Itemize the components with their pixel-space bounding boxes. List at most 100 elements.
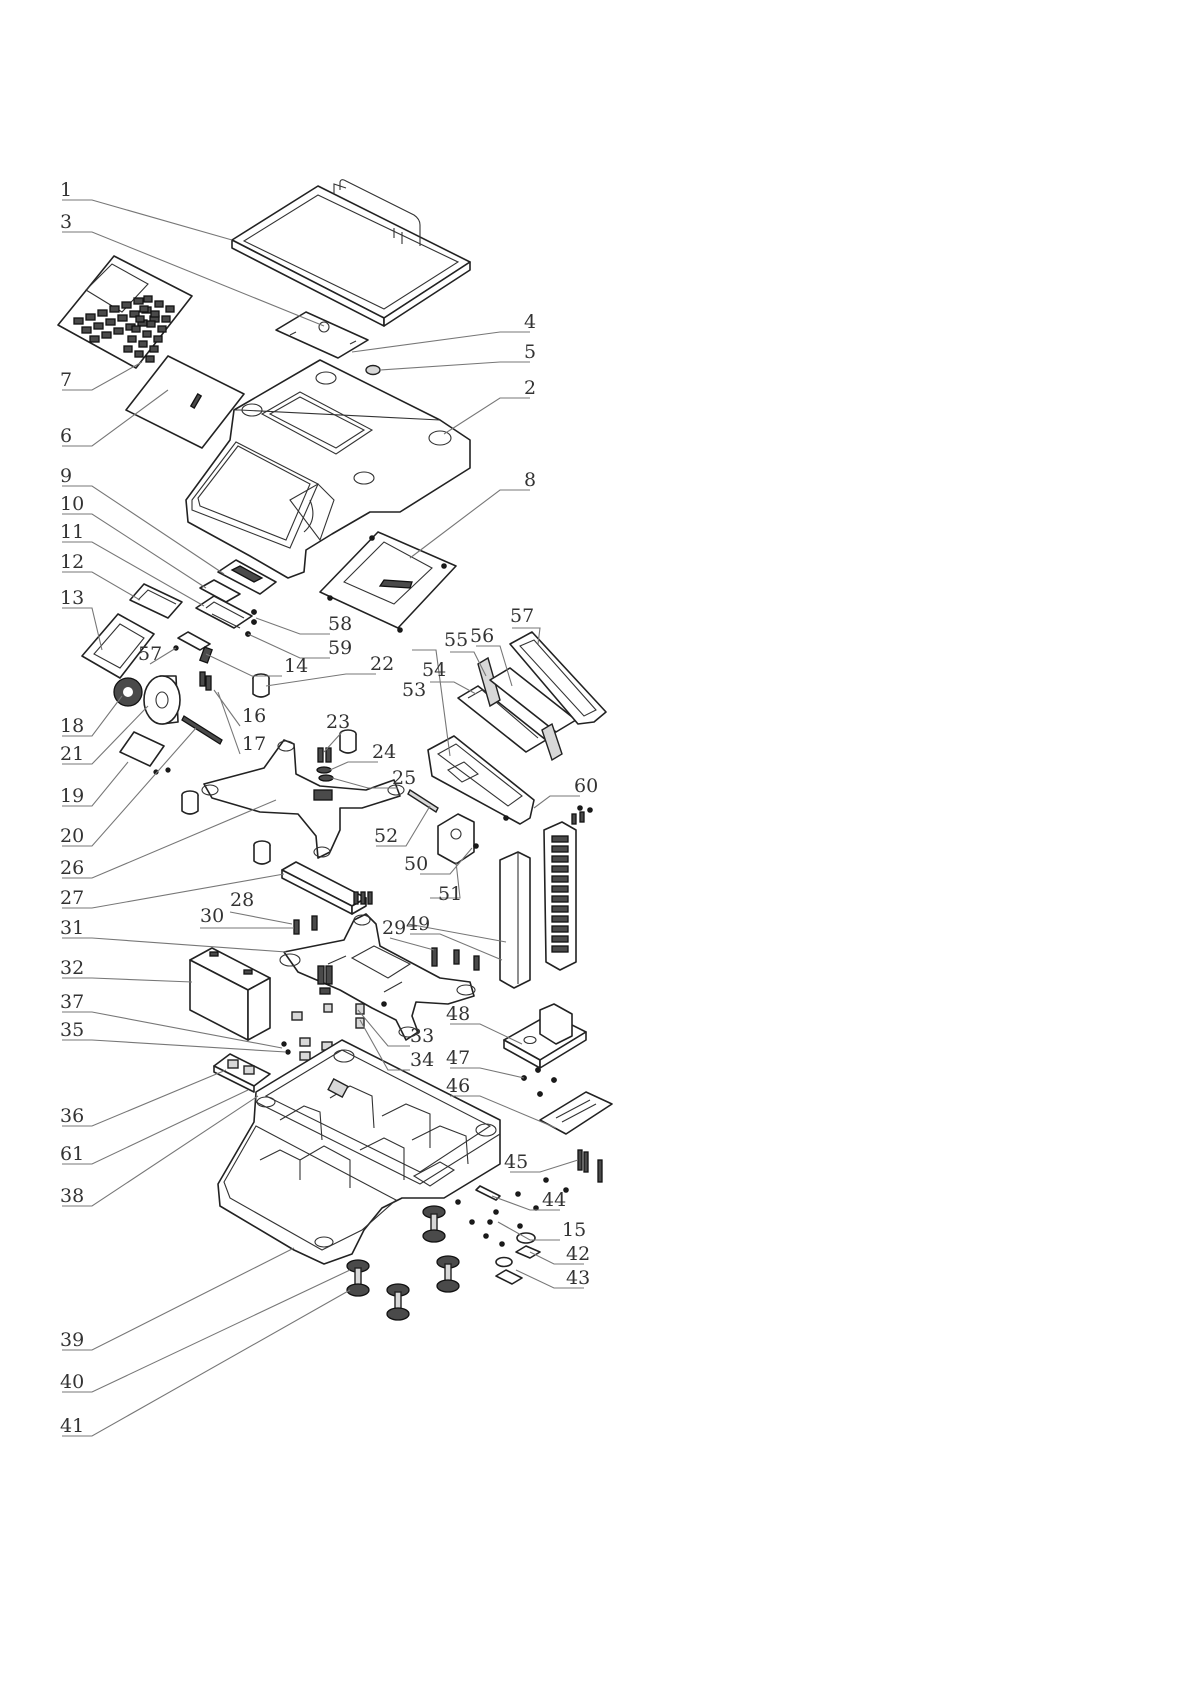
printer-small-parts xyxy=(174,632,213,663)
callout-43: 43 xyxy=(566,1267,590,1289)
pole-slot xyxy=(552,916,568,922)
rear-display-housing xyxy=(428,736,534,824)
callout-59: 59 xyxy=(328,637,352,659)
callout-47: 47 xyxy=(446,1047,470,1069)
keypad-key xyxy=(146,356,154,362)
callout-42: 42 xyxy=(566,1243,590,1265)
pole-base xyxy=(504,1004,586,1068)
screws-29 xyxy=(432,948,479,970)
callout-2: 2 xyxy=(524,377,536,399)
pole-slot xyxy=(552,836,568,842)
pole-slot xyxy=(552,906,568,912)
callout-16: 16 xyxy=(242,705,266,727)
callout-24: 24 xyxy=(372,741,396,763)
paper-roll xyxy=(144,676,180,724)
keypad-key xyxy=(122,302,131,308)
keypad-key xyxy=(132,326,140,332)
callout-7: 7 xyxy=(60,369,72,391)
hinge-bracket xyxy=(438,814,479,864)
keypad-key xyxy=(124,346,132,352)
keypad-key xyxy=(110,306,119,312)
callout-45: 45 xyxy=(504,1151,528,1173)
keypad-key xyxy=(139,341,147,347)
callout-23: 23 xyxy=(326,711,350,733)
callout-35: 35 xyxy=(60,1019,84,1041)
display-pole xyxy=(500,812,584,988)
callout-21: 21 xyxy=(60,743,84,765)
callout-15: 15 xyxy=(562,1219,586,1241)
pan-support-plate xyxy=(276,312,368,358)
screws-47 xyxy=(521,1067,556,1096)
callout-17: 17 xyxy=(242,733,266,755)
callout-52: 52 xyxy=(374,825,398,847)
keypad-key xyxy=(150,346,158,352)
callout-9: 9 xyxy=(60,465,72,487)
callout-10: 10 xyxy=(60,493,84,515)
callout-58: 58 xyxy=(328,613,352,635)
pole-slot xyxy=(552,896,568,902)
pole-slot xyxy=(552,936,568,942)
callout-34: 34 xyxy=(410,1049,434,1071)
pole-slot xyxy=(552,846,568,852)
keyboard-membrane xyxy=(58,256,192,368)
keypad-key xyxy=(128,336,136,342)
callout-26: 26 xyxy=(60,857,84,879)
keypad-key xyxy=(136,316,144,322)
callout-31: 31 xyxy=(60,917,84,939)
callout-6: 6 xyxy=(60,425,72,447)
callout-57-printer: 57 xyxy=(138,643,162,665)
callout-33: 33 xyxy=(410,1025,434,1047)
pole-slot xyxy=(552,926,568,932)
callout-57-bezel: 57 xyxy=(510,605,534,627)
callout-61: 61 xyxy=(60,1143,84,1165)
callout-41: 41 xyxy=(60,1415,84,1437)
keypad-key xyxy=(102,332,111,338)
keypad-key xyxy=(134,298,143,304)
pole-slot xyxy=(552,866,568,872)
callout-54: 54 xyxy=(422,659,446,681)
callout-53: 53 xyxy=(402,679,426,701)
keypad-key xyxy=(118,315,127,321)
keypad-key xyxy=(143,331,151,337)
callout-3: 3 xyxy=(60,211,72,233)
battery xyxy=(190,948,270,1040)
keypad-key xyxy=(98,310,107,316)
keypad-key xyxy=(74,318,83,324)
pole-slot xyxy=(552,856,568,862)
keypad-key xyxy=(114,328,123,334)
callout-22: 22 xyxy=(370,653,394,675)
callout-36: 36 xyxy=(60,1105,84,1127)
callout-13: 13 xyxy=(60,587,84,609)
hinge-pin xyxy=(408,790,438,812)
keypad-key xyxy=(86,314,95,320)
screw-stack-23-25 xyxy=(317,748,333,781)
rubber-cap xyxy=(366,366,380,375)
callout-51: 51 xyxy=(438,883,462,905)
callout-25: 25 xyxy=(392,767,416,789)
keypad-key xyxy=(90,336,99,342)
callout-18: 18 xyxy=(60,715,84,737)
callout-8: 8 xyxy=(524,469,536,491)
callout-19: 19 xyxy=(60,785,84,807)
callout-11: 11 xyxy=(60,521,84,543)
keypad-key xyxy=(94,323,103,329)
callout-32: 32 xyxy=(60,957,84,979)
callout-44: 44 xyxy=(542,1189,566,1211)
pins xyxy=(182,672,222,744)
callout-12: 12 xyxy=(60,551,84,573)
callout-37: 37 xyxy=(60,991,84,1013)
keypad-key xyxy=(106,319,115,325)
keypad-key xyxy=(135,351,143,357)
small-board xyxy=(120,732,170,774)
keypad-key xyxy=(158,326,166,332)
callout-38: 38 xyxy=(60,1185,84,1207)
label-sheet xyxy=(126,356,244,448)
callout-29: 29 xyxy=(382,917,406,939)
callout-28: 28 xyxy=(230,889,254,911)
callout-50: 50 xyxy=(404,853,428,875)
keypad-key xyxy=(144,296,152,302)
keypad-key xyxy=(166,306,174,312)
pole-slot xyxy=(552,876,568,882)
